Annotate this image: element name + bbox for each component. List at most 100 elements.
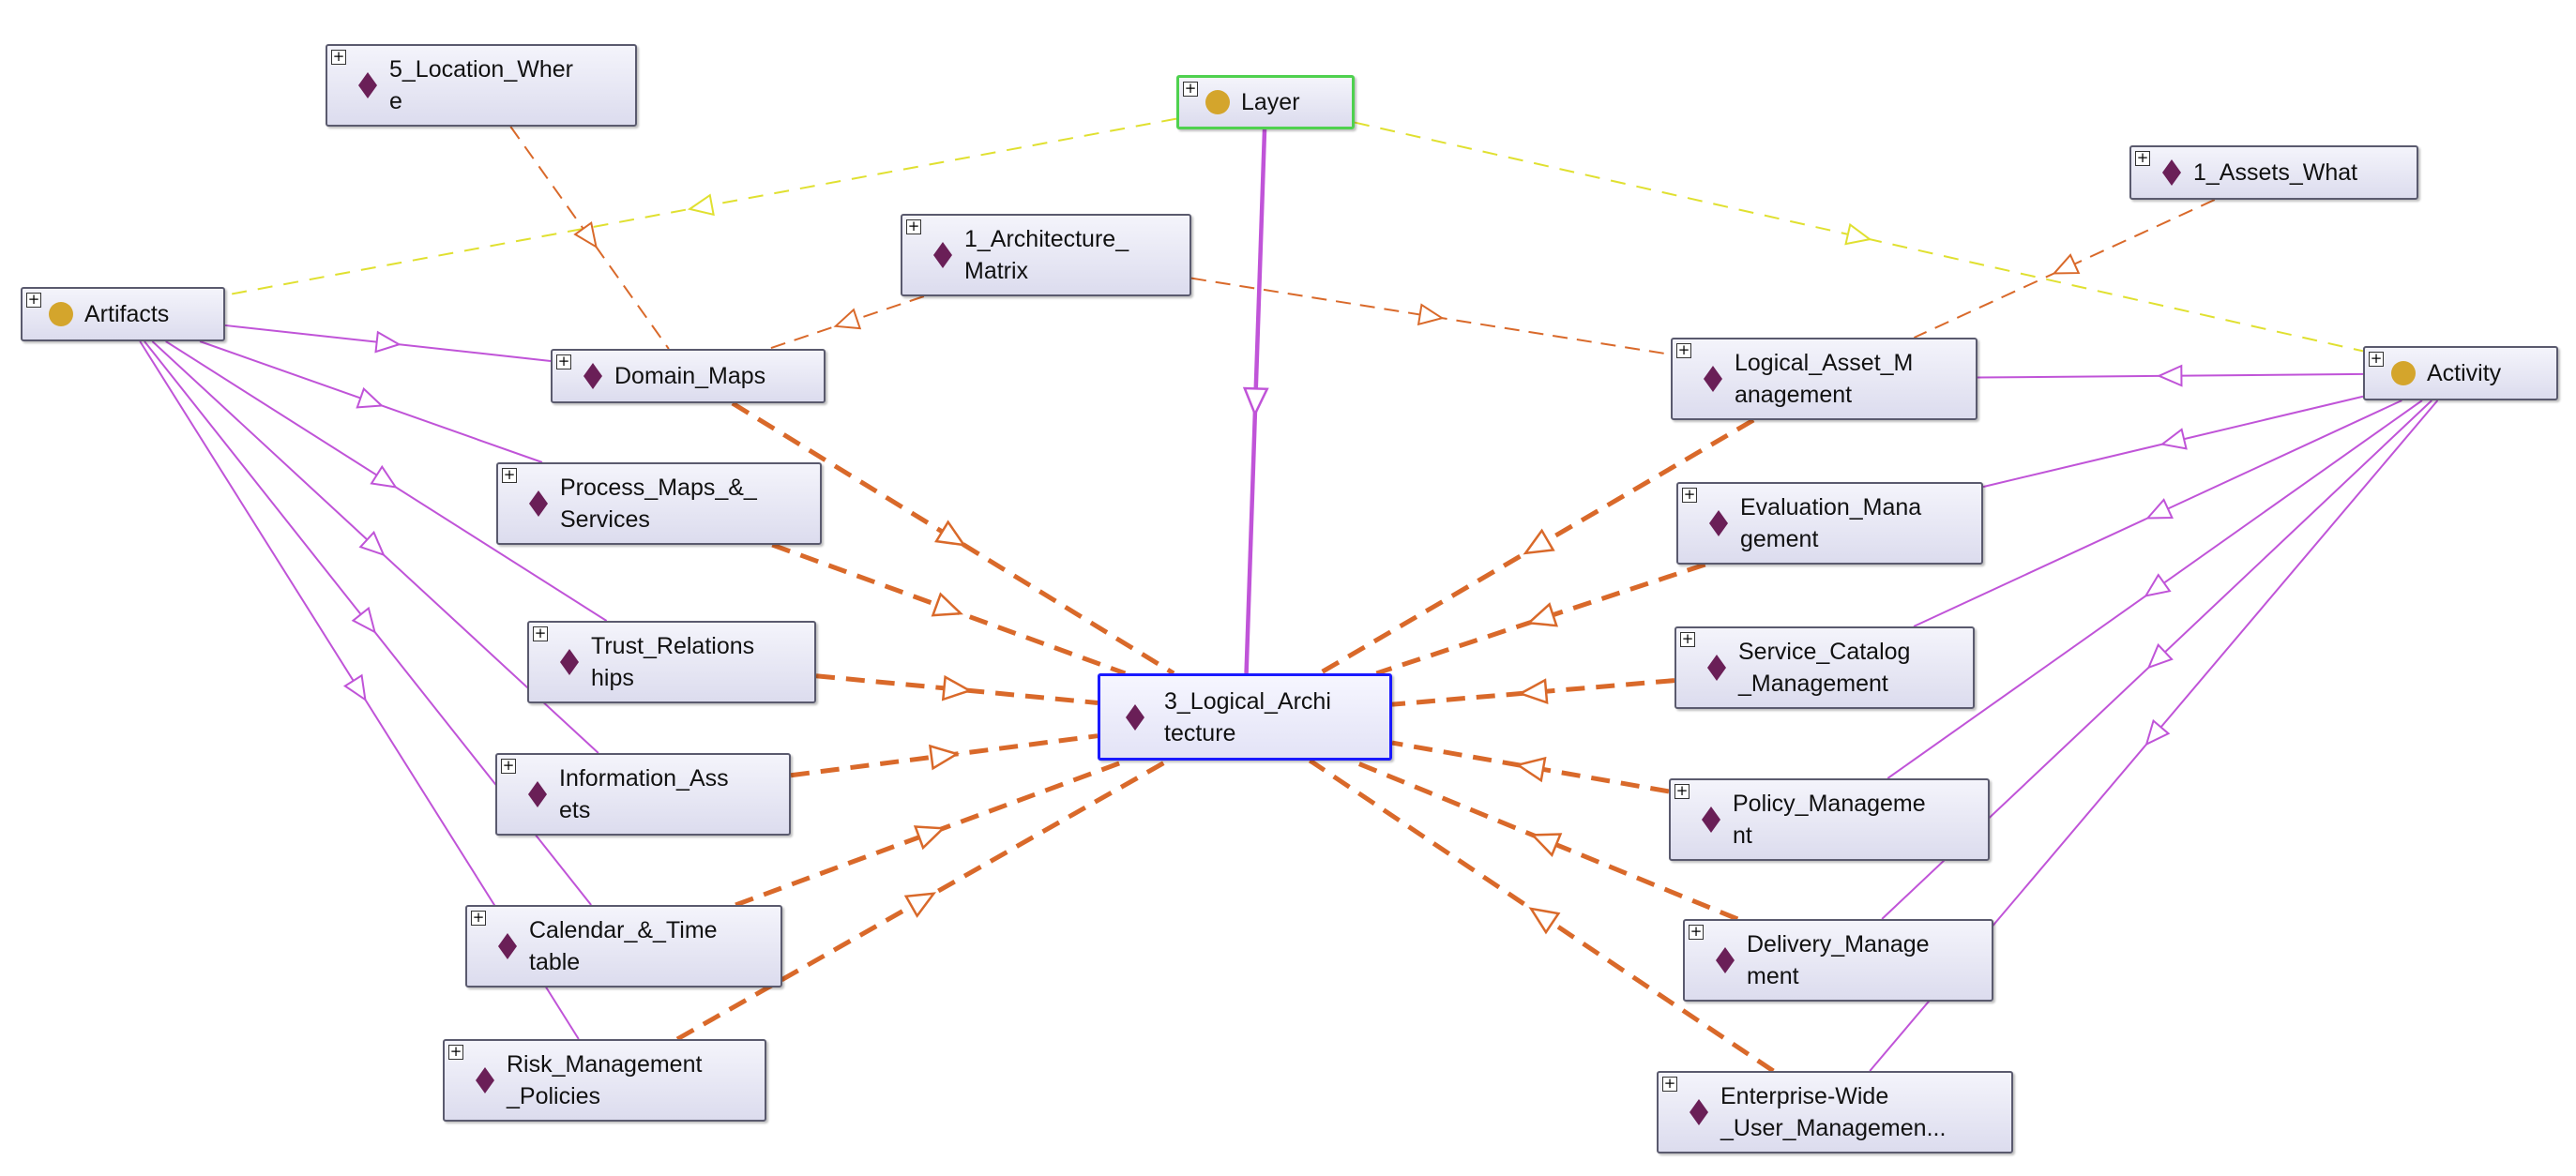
individual-diamond-icon (933, 242, 952, 268)
node-label: Layer (1241, 89, 1300, 115)
edge-arrowhead-21 (941, 674, 973, 701)
node-label: Information_Ass ets (559, 765, 729, 823)
edge-arrowhead-8 (356, 386, 385, 409)
edge-arrowhead-0 (687, 193, 715, 217)
node-label: 5_Location_Wher e (389, 56, 573, 114)
node-risk-management-policies[interactable]: + Risk_Management _Policies (443, 1039, 766, 1122)
node-label: Trust_Relations hips (591, 633, 755, 691)
edge-type-1 (1354, 121, 2364, 353)
individual-diamond-icon (2162, 159, 2181, 186)
node-logical-asset-management[interactable]: + Logical_Asset_M anagement (1671, 338, 1977, 420)
edge-arrowhead-13 (2157, 364, 2183, 387)
node-label: Calendar_&_Time table (529, 917, 718, 975)
node-artifacts[interactable]: + Artifacts (21, 287, 225, 341)
expand-icon[interactable]: + (906, 218, 921, 234)
individual-diamond-icon (1709, 510, 1728, 536)
expand-icon[interactable]: + (2135, 149, 2150, 166)
expand-icon[interactable]: + (448, 1043, 463, 1060)
edge-arrowhead-16 (2144, 573, 2172, 597)
individual-diamond-icon (498, 933, 517, 959)
node-information-assets[interactable]: + Information_Ass ets (495, 753, 791, 836)
individual-diamond-icon (358, 72, 377, 98)
edge-arrowhead-1 (1844, 222, 1872, 246)
individual-diamond-icon (1704, 366, 1722, 392)
expand-icon[interactable]: + (501, 757, 516, 774)
node-label: Risk_Management _Policies (507, 1051, 703, 1109)
node-domain-maps[interactable]: + Domain_Maps (551, 349, 826, 403)
expand-icon[interactable]: + (26, 291, 41, 308)
edge-arrowhead-9 (370, 464, 398, 489)
edge-arrowhead-25 (1523, 528, 1555, 555)
node-calendar-timetable[interactable]: + Calendar_&_Time table (465, 905, 782, 988)
node-architecture-matrix[interactable]: + 1_Architecture_ Matrix (901, 214, 1191, 296)
edge-arrowhead-5 (1417, 303, 1445, 326)
edge-property-thin-6 (1913, 199, 2216, 339)
expand-icon[interactable]: + (1674, 782, 1690, 799)
individual-diamond-icon (1702, 807, 1720, 833)
expand-icon[interactable]: + (1682, 486, 1697, 503)
expand-icon[interactable]: + (1689, 923, 1704, 940)
expand-icon[interactable]: + (556, 353, 571, 369)
expand-icon[interactable]: + (331, 48, 346, 65)
edge-arrowhead-26 (1525, 602, 1558, 627)
expand-icon[interactable]: + (1662, 1075, 1677, 1092)
node-label: Process_Maps_&_ Services (560, 475, 757, 533)
node-layer[interactable]: + Layer (1176, 75, 1355, 129)
edge-property-21 (815, 673, 1099, 705)
node-label: Service_Catalog _Management (1738, 639, 1911, 697)
node-label: Policy_Manageme nt (1733, 791, 1926, 849)
node-evaluation-management[interactable]: + Evaluation_Mana gement (1676, 482, 1983, 565)
node-activity[interactable]: + Activity (2363, 346, 2558, 400)
class-circle-icon (1205, 90, 1230, 114)
node-label: Enterprise-Wide _User_Managemen... (1720, 1083, 1947, 1141)
node-label: 1_Assets_What (2193, 159, 2358, 186)
edge-property-26 (1375, 562, 1706, 676)
node-label: Delivery_Manage ment (1747, 931, 1930, 989)
expand-icon[interactable]: + (1676, 341, 1691, 358)
expand-icon[interactable]: + (502, 466, 517, 483)
edge-arrowhead-12 (342, 673, 367, 702)
node-location-where[interactable]: + 5_Location_Wher e (326, 44, 637, 127)
node-policy-management[interactable]: + Policy_Manageme nt (1669, 778, 1990, 861)
node-process-maps-services[interactable]: + Process_Maps_&_ Services (496, 462, 822, 545)
node-assets-what[interactable]: + 1_Assets_What (2129, 145, 2418, 200)
edge-arrowhead-10 (358, 530, 386, 557)
node-label: 3_Logical_Archi tecture (1164, 687, 1331, 746)
node-label: Logical_Asset_M anagement (1735, 350, 1914, 408)
edge-arrowhead-18 (2144, 718, 2171, 746)
edge-arrowhead-11 (351, 606, 376, 634)
node-label: Artifacts (84, 301, 170, 327)
edge-arrowhead-15 (2145, 498, 2174, 520)
edge-arrowhead-30 (1528, 907, 1561, 935)
node-logical-architecture[interactable]: 3_Logical_Archi tecture (1098, 673, 1392, 761)
expand-icon[interactable]: + (1183, 80, 1198, 97)
edge-arrowhead-27 (1517, 678, 1549, 704)
individual-diamond-icon (1690, 1099, 1708, 1125)
node-enterprise-wide-user-management[interactable]: + Enterprise-Wide _User_Managemen... (1657, 1071, 2013, 1153)
edge-property-23 (735, 758, 1128, 908)
edge-arrowhead-7 (374, 330, 402, 354)
individual-diamond-icon (528, 781, 547, 807)
edge-arrowhead-28 (1515, 756, 1547, 783)
individual-diamond-icon (583, 363, 602, 389)
edge-arrowhead-23 (913, 825, 947, 851)
class-circle-icon (49, 302, 73, 326)
edge-arrowhead-20 (931, 592, 964, 617)
edge-arrowhead-4 (833, 308, 862, 330)
node-service-catalog-management[interactable]: + Service_Catalog _Management (1674, 626, 1975, 709)
edge-arrowhead-14 (2159, 428, 2188, 450)
node-label: Domain_Maps (614, 363, 766, 389)
node-label: 1_Architecture_ Matrix (964, 226, 1129, 284)
edge-arrowhead-6 (2052, 253, 2081, 275)
expand-icon[interactable]: + (1680, 630, 1695, 647)
expand-icon[interactable]: + (471, 909, 486, 926)
edge-arrowhead-29 (1529, 833, 1563, 858)
expand-icon[interactable]: + (2369, 350, 2384, 367)
edge-property-27 (1391, 678, 1675, 707)
individual-diamond-icon (1707, 655, 1726, 681)
node-trust-relationships[interactable]: + Trust_Relations hips (527, 621, 816, 703)
expand-icon[interactable]: + (533, 625, 548, 641)
individual-diamond-icon (1716, 947, 1735, 973)
node-delivery-management[interactable]: + Delivery_Manage ment (1683, 919, 1993, 1002)
